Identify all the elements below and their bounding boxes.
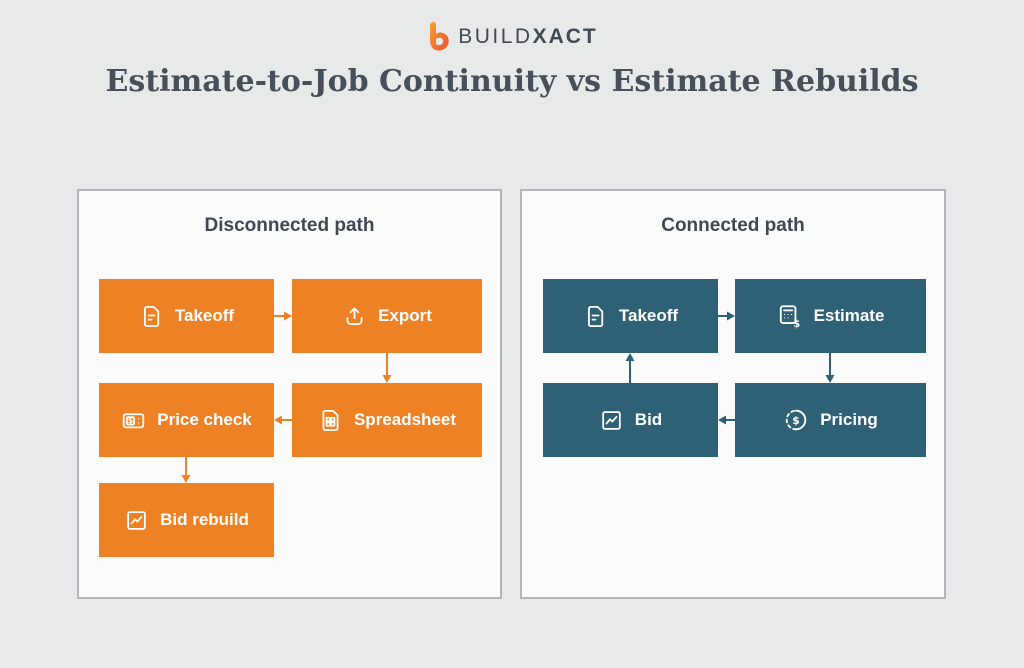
svg-text:$: $ (128, 416, 133, 425)
price-tag-icon: $ (121, 408, 146, 433)
buildxact-b-icon (430, 21, 449, 51)
comparison-panels: Disconnected path Takeoff (77, 189, 946, 599)
arrow-takeoff-to-estimate (718, 311, 735, 321)
flow-node-bid-rebuild: Bid rebuild (99, 483, 274, 557)
flow-node-label: Takeoff (174, 306, 235, 325)
arrow-estimate-to-pricing (825, 353, 835, 383)
calculator-dollar-icon: $ (777, 303, 803, 329)
svg-text:$: $ (792, 414, 800, 427)
flow-node-label: Price check (157, 410, 252, 429)
spreadsheet-grid-icon (318, 408, 343, 433)
arrow-bid-to-takeoff (625, 353, 635, 383)
upload-icon (342, 304, 367, 329)
chart-icon (599, 408, 624, 433)
flow-node-export: Export (292, 279, 482, 353)
brand-prefix: BUILD (458, 25, 533, 48)
flow-node-label: Pricing (820, 410, 878, 429)
panel-connected-title: Connected path (661, 215, 805, 236)
svg-text:$: $ (793, 319, 800, 329)
dollar-circle-icon: $ (783, 407, 809, 433)
document-icon (583, 304, 608, 329)
arrow-takeoff-to-export (274, 311, 292, 321)
flow-node-takeoff: Takeoff (543, 279, 718, 353)
flow-node-price-check: $ Price check (99, 383, 274, 457)
panel-connected: Connected path Takeoff (520, 189, 946, 599)
brand-suffix: XACT (532, 25, 598, 48)
flow-node-label: Estimate (813, 306, 885, 325)
page-title: Estimate-to-Job Continuity vs Estimate R… (105, 64, 919, 99)
flow-node-pricing: $ Pricing (735, 383, 926, 457)
panel-disconnected-title: Disconnected path (204, 215, 375, 236)
flow-node-label: Spreadsheet (353, 410, 457, 429)
buildxact-logo: BUILDXACT (0, 0, 1024, 54)
arrow-price-check-to-bid-rebuild (181, 457, 191, 483)
arrow-export-to-spreadsheet (382, 353, 392, 383)
brand-wordmark: BUILDXACT (458, 25, 598, 49)
arrow-pricing-to-bid (718, 415, 735, 425)
flow-node-bid: Bid (543, 383, 718, 457)
panel-disconnected: Disconnected path Takeoff (77, 189, 502, 599)
flow-node-estimate: $ Estimate (735, 279, 926, 353)
arrow-spreadsheet-to-price-check (274, 415, 292, 425)
flow-node-label: Bid rebuild (160, 510, 249, 529)
chart-icon (124, 508, 149, 533)
document-icon (139, 304, 164, 329)
flow-node-label: Takeoff (618, 306, 679, 325)
flow-node-label: Export (378, 306, 432, 325)
flow-node-label: Bid (634, 410, 663, 429)
flow-node-takeoff: Takeoff (99, 279, 274, 353)
flow-node-spreadsheet: Spreadsheet (292, 383, 482, 457)
